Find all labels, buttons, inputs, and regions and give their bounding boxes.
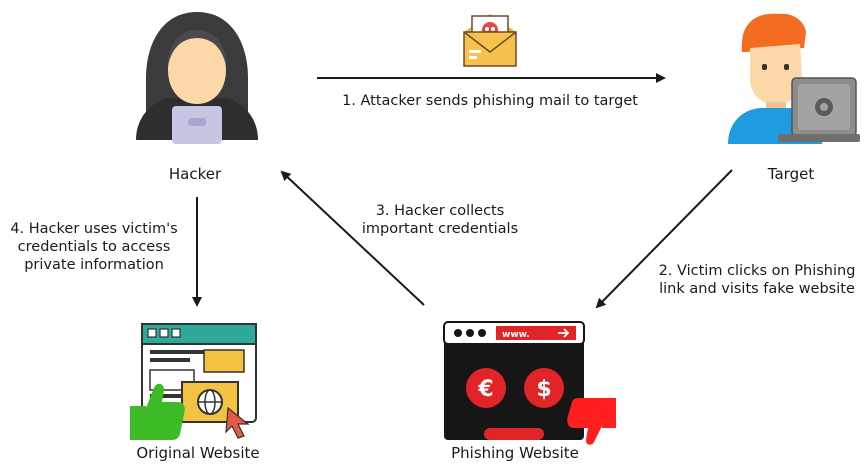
hacker-icon [136, 12, 258, 144]
step2-line2: link and visits fake website [659, 281, 855, 297]
phishing-website-label: Phishing Website [451, 444, 579, 462]
step3-line1: 3. Hacker collects [375, 203, 505, 219]
step2-label: 2. Victim clicks on Phishing link and vi… [650, 262, 864, 298]
step4-line1: 4. Hacker uses victim's [10, 221, 178, 237]
phishing-website-icon: www. € $ [443, 321, 616, 445]
hacker-label: Hacker [168, 165, 222, 183]
step3-line2: important credentials [361, 221, 519, 237]
step4-line2: credentials to access [17, 239, 171, 255]
svg-text:€: € [477, 377, 493, 402]
step4-label: 4. Hacker uses victim's credentials to a… [0, 220, 188, 274]
step4-line3: private information [24, 257, 164, 273]
arrow-step2 [595, 169, 733, 309]
arrow-step3 [280, 170, 425, 306]
step2-line1: 2. Victim clicks on Phishing [658, 263, 856, 279]
original-website-icon [130, 323, 257, 440]
target-label: Target [767, 165, 815, 183]
phishing-mail-icon [463, 14, 517, 67]
step3-label: 3. Hacker collects important credentials [325, 202, 555, 238]
svg-text:$: $ [536, 377, 551, 402]
step1-label: 1. Attacker sends phishing mail to targe… [342, 93, 638, 109]
target-user-icon [728, 13, 860, 144]
phishing-url-text: www. [502, 330, 530, 340]
original-website-label: Original Website [136, 444, 260, 462]
